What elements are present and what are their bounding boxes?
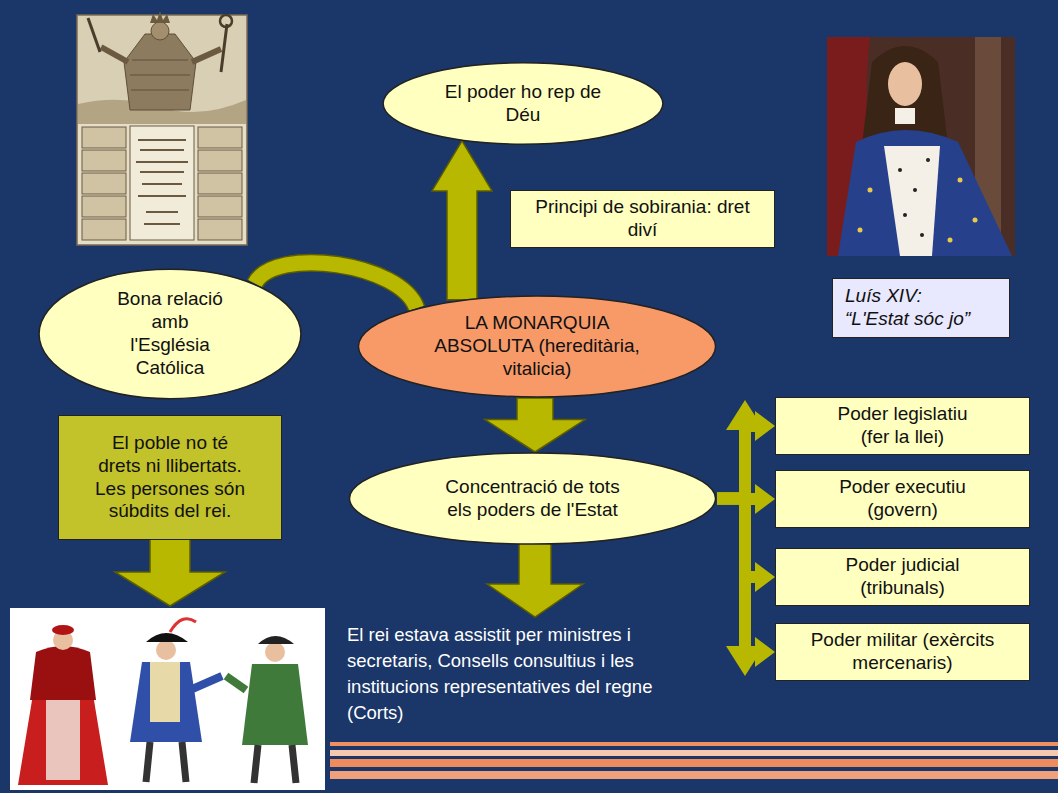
ellipse-node: El poder ho rep de Déu [382, 62, 664, 145]
block-arrow [432, 141, 492, 300]
rect-node: Luís XIV: “L'Estat sóc jo” [832, 278, 1010, 338]
node-content: Poder judicial (tribunals) [776, 549, 1029, 605]
node-content: El poble no té drets ni llibertats. Les … [59, 416, 281, 539]
node-text: Poder executiu (govern) [828, 476, 978, 522]
ellipse-node: Bona relació amb l'Església Católica [38, 268, 302, 400]
block-arrow-shape [432, 141, 492, 300]
society-figures [10, 608, 325, 790]
rect-node: El poble no té drets ni llibertats. Les … [58, 415, 282, 540]
node-text: Poder militar (exèrcits mercenaris) [809, 629, 997, 675]
rect-node: Poder executiu (govern) [775, 470, 1030, 528]
node-text: Bona relació amb l'Església Católica [115, 288, 225, 379]
leviathan-engraving [77, 11, 247, 245]
node-content: El poder ho rep de Déu [382, 62, 664, 145]
node-text: El poble no té drets ni llibertats. Les … [89, 432, 251, 523]
branch-arrow [717, 499, 775, 668]
arrow-head [755, 411, 775, 441]
block-arrow-shape [485, 398, 585, 452]
node-content: Concentració de tots els poders de l'Est… [348, 452, 717, 545]
ellipse-shape [39, 269, 301, 398]
node-text: Concentració de tots els poders de l'Est… [438, 476, 628, 522]
node-content: Luís XIV: “L'Estat sóc jo” [833, 279, 1009, 337]
node-text: Luís XIV: “L'Estat sóc jo” [845, 285, 983, 331]
node-content: Bona relació amb l'Església Católica [38, 268, 302, 400]
ellipse-shape [358, 296, 715, 397]
node-content: Poder legislatiu (fer la llei) [776, 398, 1029, 454]
ellipse-shape [383, 63, 663, 144]
arrow-head [755, 637, 775, 667]
node-text: Principi de sobirania: dret diví [532, 196, 754, 242]
node-content: Poder executiu (govern) [776, 471, 1029, 527]
arrow-head [755, 562, 775, 592]
node-content: Principi de sobirania: dret diví [511, 191, 774, 247]
rect-node: Poder militar (exèrcits mercenaris) [775, 623, 1030, 681]
block-arrow [115, 538, 225, 606]
node-text: Poder legislatiu (fer la llei) [828, 403, 978, 449]
node-content: Poder militar (exèrcits mercenaris) [776, 624, 1029, 680]
block-arrow [485, 398, 585, 452]
ellipse-node: LA MONARQUIA ABSOLUTA (hereditària, vita… [357, 295, 717, 398]
decorative-stripes [330, 742, 1058, 779]
node-text: LA MONARQUIA ABSOLUTA (hereditària, vita… [421, 312, 653, 380]
block-arrow [487, 540, 583, 617]
node-text: Poder judicial (tribunals) [828, 554, 978, 600]
rect-node: Poder judicial (tribunals) [775, 548, 1030, 606]
node-text: El poder ho rep de Déu [436, 81, 611, 127]
ellipse-node: Concentració de tots els poders de l'Est… [348, 452, 717, 545]
arrow-head [755, 484, 775, 514]
node-content: LA MONARQUIA ABSOLUTA (hereditària, vita… [357, 295, 717, 398]
branch-line [717, 499, 757, 653]
rect-node: Principi de sobirania: dret diví [510, 190, 775, 248]
ellipse-shape [349, 453, 715, 544]
branch-arrow [717, 411, 775, 499]
rect-node: Poder legislatiu (fer la llei) [775, 397, 1030, 455]
louis-xiv-portrait [827, 37, 1015, 256]
branch-line [717, 426, 757, 499]
note-text: El rei estava assistit per ministres i s… [345, 622, 714, 726]
